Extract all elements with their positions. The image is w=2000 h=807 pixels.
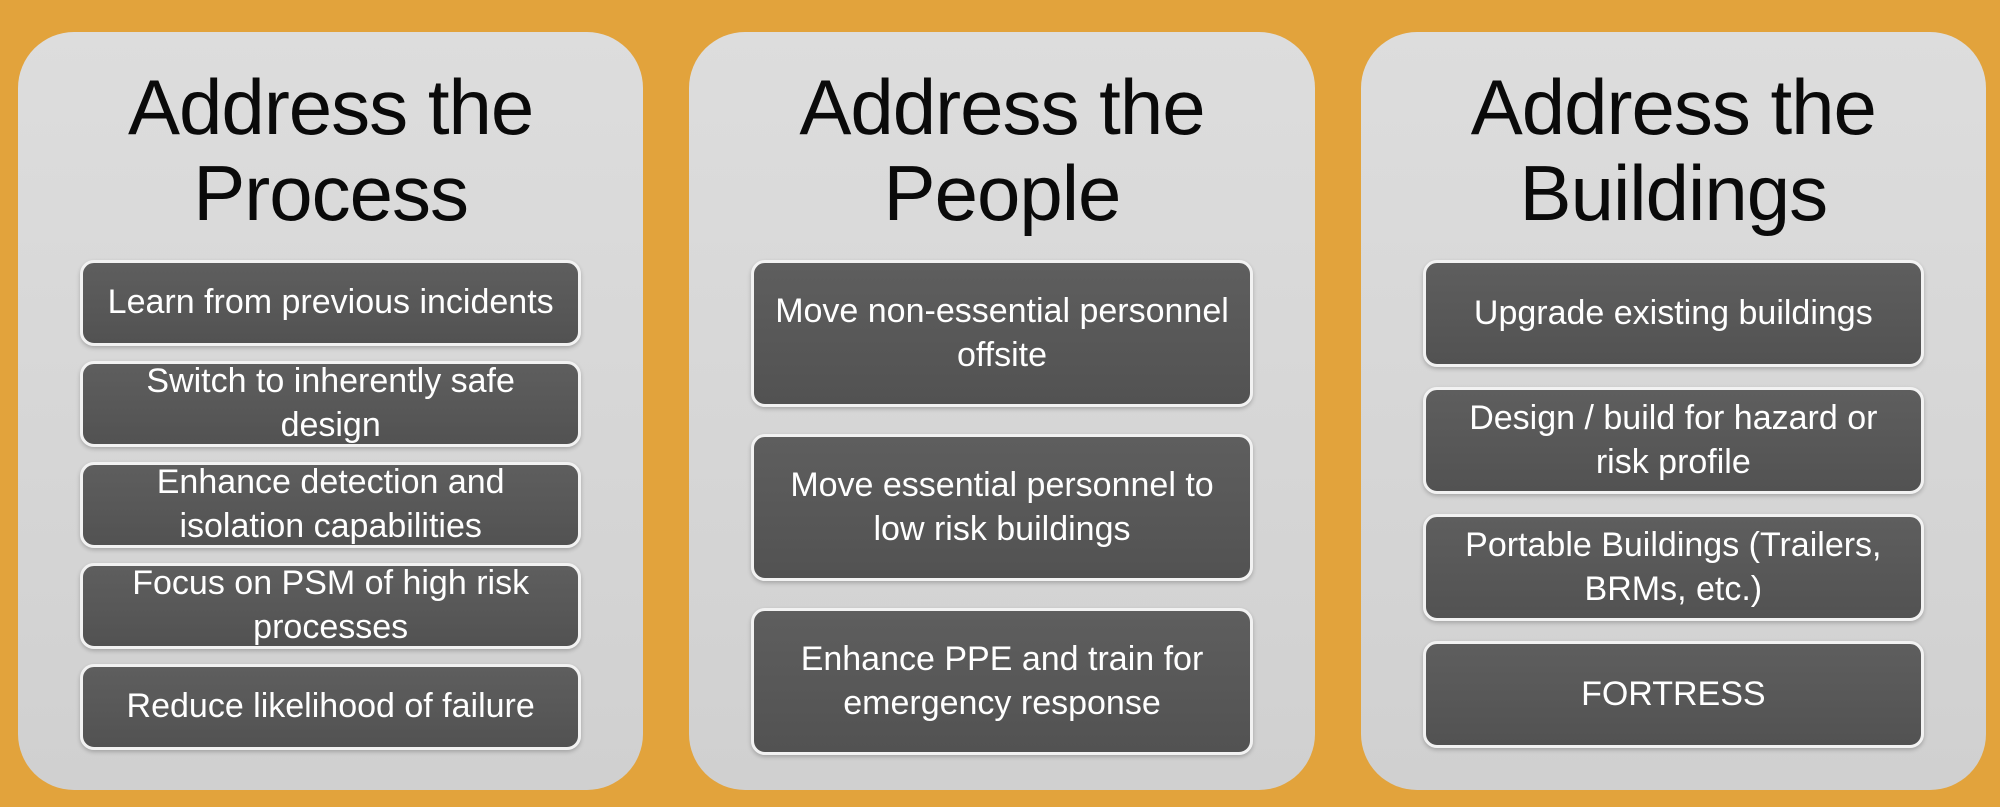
- item-box: Enhance detection and isolation capabili…: [80, 462, 582, 548]
- column-panel-buildings: Address the Buildings Upgrade existing b…: [1360, 32, 1986, 790]
- item-box: Move non-essential personnel offsite: [751, 260, 1253, 407]
- item-box: Enhance PPE and train for emergency resp…: [751, 608, 1253, 755]
- item-box: Switch to inherently safe design: [80, 361, 582, 447]
- item-box: Design / build for hazard or risk profil…: [1422, 387, 1924, 494]
- column-title-process: Address the Process: [128, 63, 534, 237]
- item-list-people: Move non-essential personnel offsite Mov…: [689, 260, 1314, 755]
- column-panel-process: Address the Process Learn from previous …: [18, 32, 644, 790]
- column-title-buildings: Address the Buildings: [1470, 63, 1877, 237]
- item-box: Upgrade existing buildings: [1422, 260, 1924, 367]
- column-panel-people: Address the People Move non-essential pe…: [689, 32, 1315, 790]
- item-list-process: Learn from previous incidents Switch to …: [18, 260, 643, 750]
- item-list-buildings: Upgrade existing buildings Design / buil…: [1361, 260, 1986, 748]
- item-box: Reduce likelihood of failure: [80, 664, 582, 750]
- column-title-people: Address the People: [799, 63, 1205, 237]
- item-box: Learn from previous incidents: [80, 260, 582, 346]
- item-box: FORTRESS: [1422, 641, 1924, 748]
- item-box: Move essential personnel to low risk bui…: [751, 434, 1253, 581]
- item-box: Portable Buildings (Trailers, BRMs, etc.…: [1422, 514, 1924, 621]
- item-box: Focus on PSM of high risk processes: [80, 563, 582, 649]
